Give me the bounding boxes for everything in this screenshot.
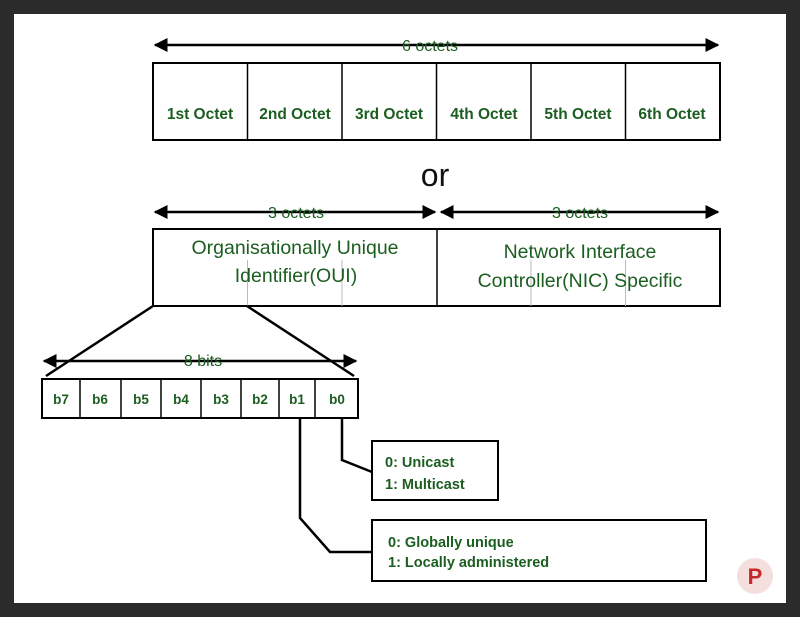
- or-label: or: [421, 157, 450, 193]
- oui-octets-label: 3 octets: [268, 205, 324, 222]
- b1-meaning-line2: 1: Locally administered: [388, 555, 549, 571]
- octet-label: 2nd Octet: [259, 106, 330, 123]
- nic-octets-label: 3 octets: [552, 205, 608, 222]
- oui-title-line2: Identifier(OUI): [235, 265, 357, 287]
- octet-label: 3rd Octet: [355, 106, 423, 123]
- bit-label: b1: [289, 392, 305, 407]
- oui-nic-row: Organisationally Unique Identifier(OUI) …: [152, 228, 721, 307]
- bit-row-box: [41, 378, 359, 419]
- octet-label: 6th Octet: [638, 106, 705, 123]
- badge-circle: [737, 558, 773, 594]
- bit-label: b6: [92, 392, 108, 407]
- expand-line-left: [45, 304, 154, 378]
- b0-connector: [340, 418, 373, 474]
- bit-label: b0: [329, 392, 345, 407]
- b0-meaning-line1: 0: Unicast: [385, 455, 454, 471]
- nic-title-line2: Controller(NIC) Specific: [478, 270, 683, 292]
- b1-meaning-line1: 0: Globally unique: [388, 535, 514, 551]
- octet-label: 4th Octet: [450, 106, 517, 123]
- pinterest-icon[interactable]: P: [737, 558, 773, 594]
- bit-label: b5: [133, 392, 149, 407]
- badge-glyph: P: [748, 564, 763, 589]
- bit-row: b7 b6 b5 b4 b3 b2 b1 b0: [41, 378, 359, 419]
- octet-label: 1st Octet: [167, 106, 233, 123]
- bit-label: b2: [252, 392, 268, 407]
- b1-connector: [298, 418, 372, 554]
- octet-label: 5th Octet: [544, 106, 611, 123]
- bit-label: b4: [173, 392, 189, 407]
- bit-label: b3: [213, 392, 229, 407]
- eight-bits-label: 8 bits: [184, 353, 222, 370]
- b0-meaning-line2: 1: Multicast: [385, 477, 465, 493]
- expand-line-right: [246, 304, 355, 378]
- b1-meaning-box: [371, 519, 707, 582]
- nic-title-line1: Network Interface: [504, 241, 657, 263]
- six-octets-label: 6 octets: [402, 38, 458, 55]
- b0-meaning-box: [371, 440, 499, 501]
- octet-row: 1st Octet 2nd Octet 3rd Octet 4th Octet …: [152, 62, 721, 141]
- oui-title-line1: Organisationally Unique: [191, 237, 398, 259]
- bit-label: b7: [53, 392, 69, 407]
